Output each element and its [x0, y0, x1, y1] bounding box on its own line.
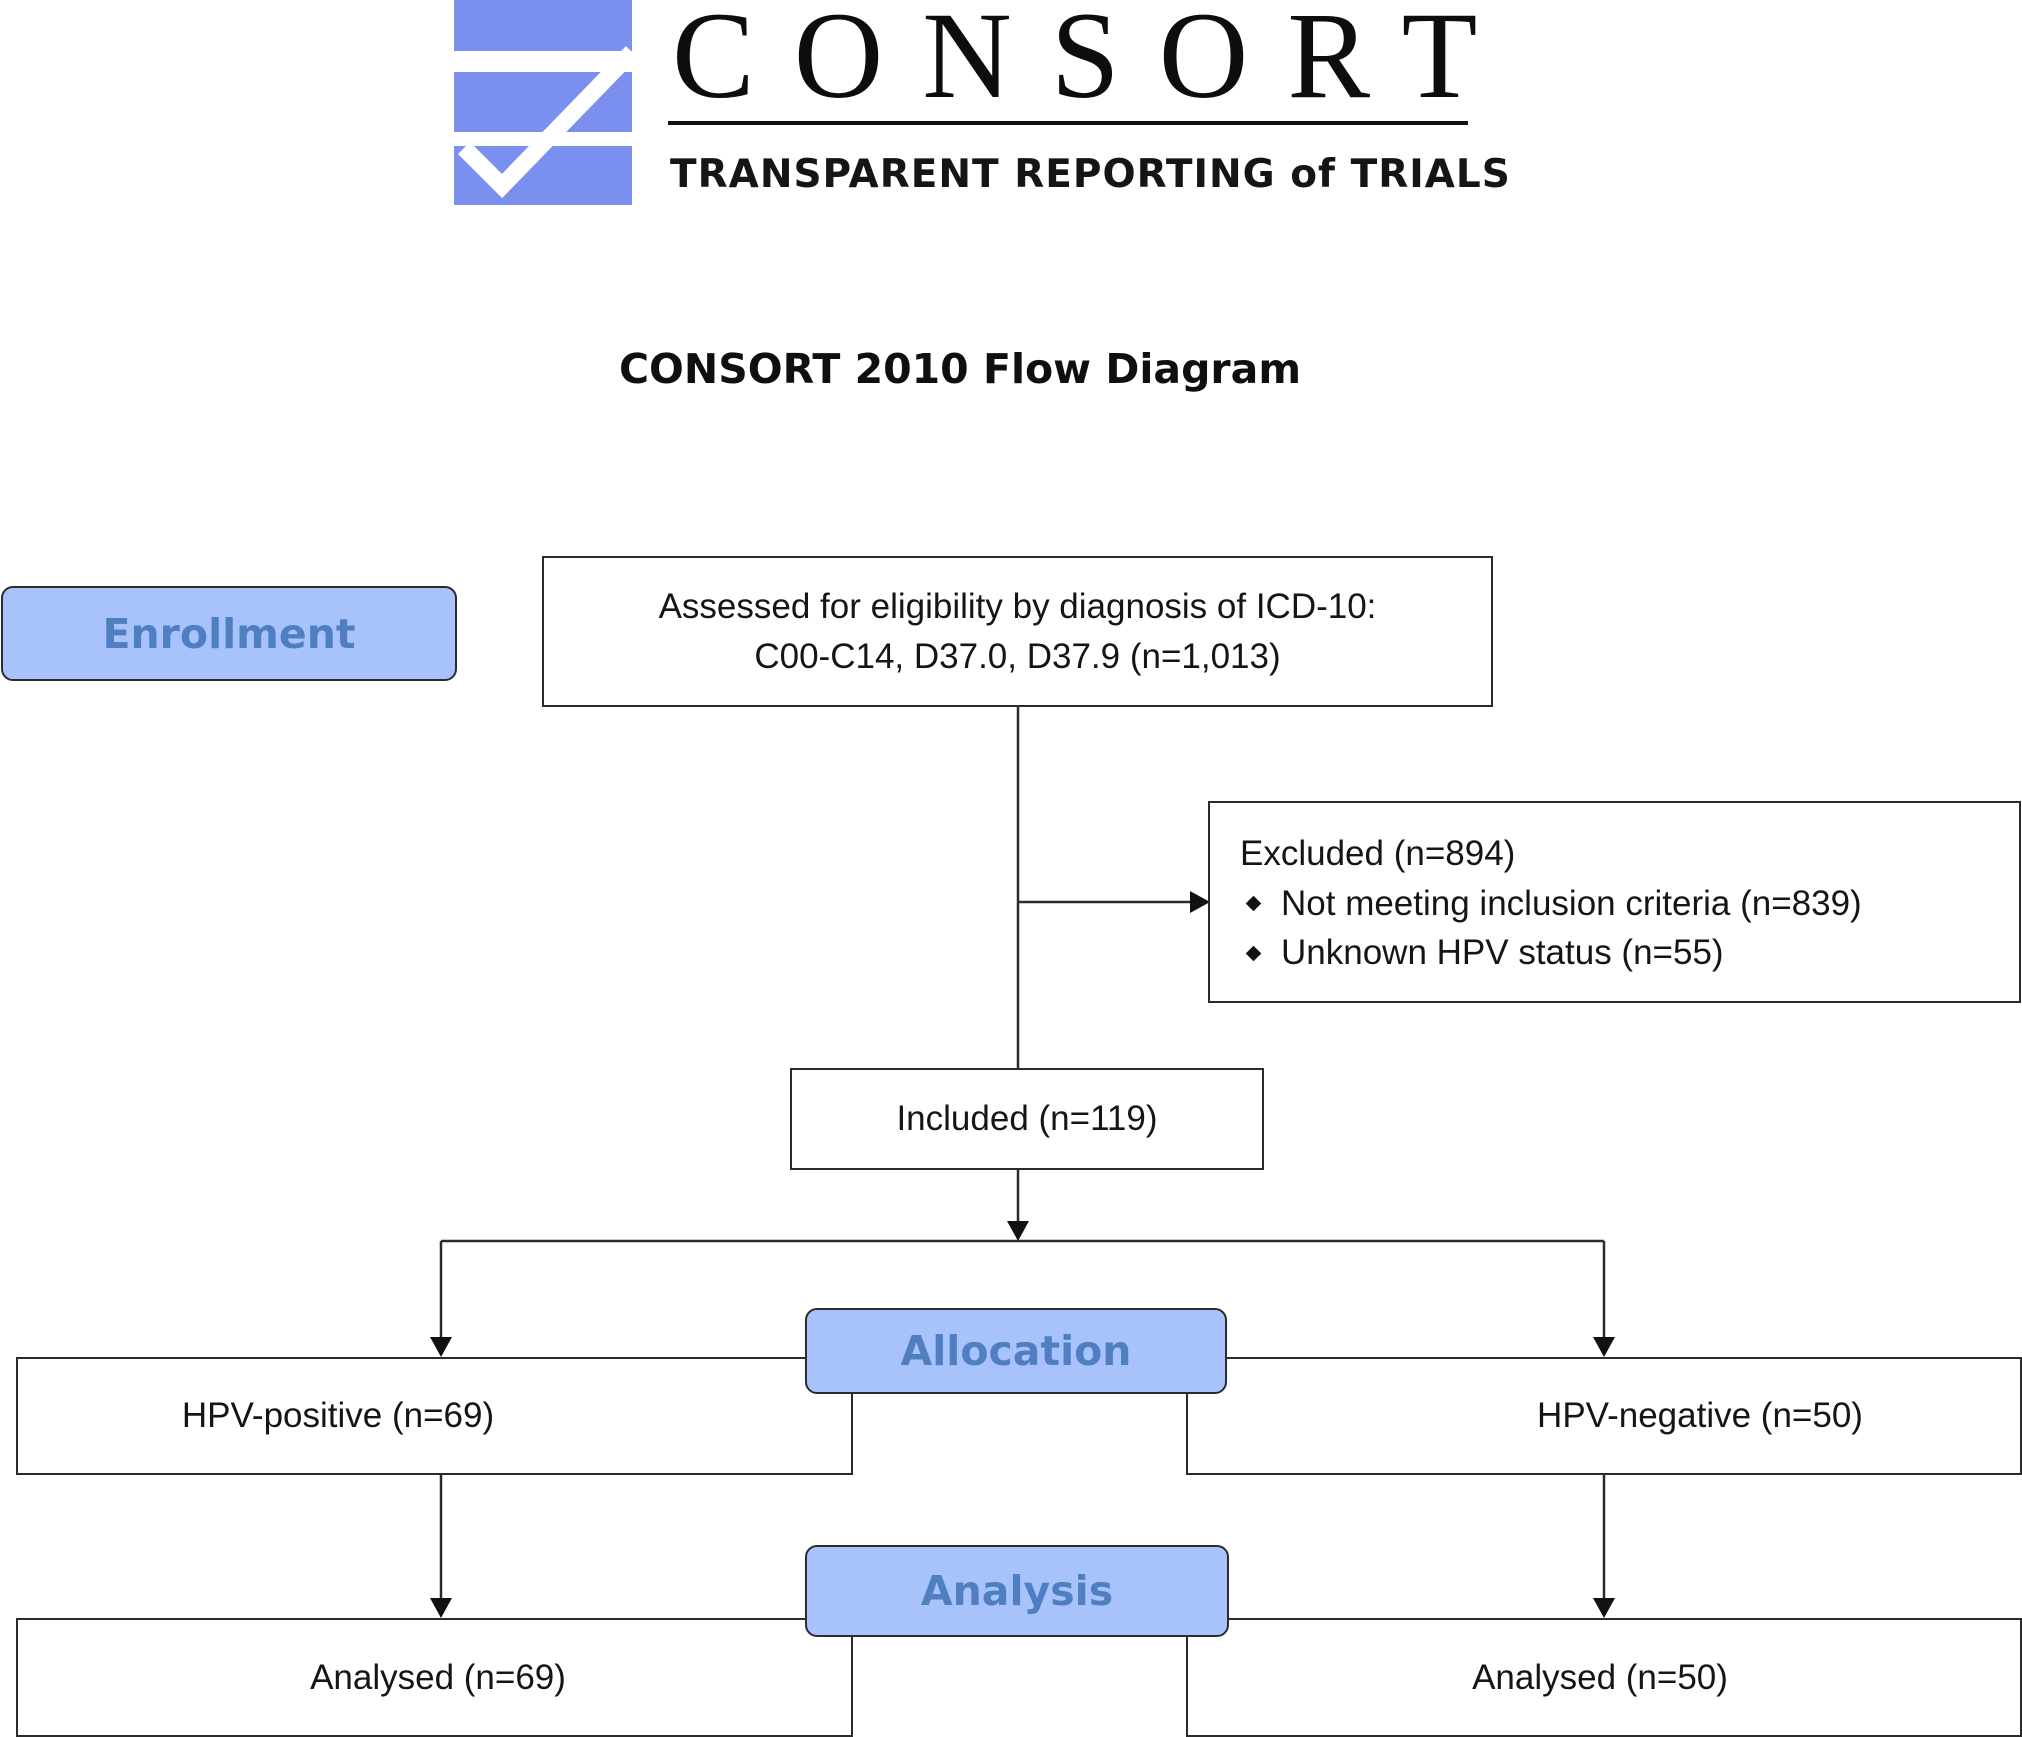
stage-allocation-label: Allocation — [900, 1327, 1132, 1375]
logo-wordmark: CONSORT — [672, 0, 1517, 124]
logo-tagline: TRANSPARENT REPORTING of TRIALS — [670, 152, 1511, 197]
stage-allocation: Allocation — [805, 1308, 1227, 1394]
bullet-diamond-icon — [1245, 895, 1262, 912]
stage-enrollment: Enrollment — [1, 586, 457, 681]
analysed-positive-box: Analysed (n=69) — [16, 1618, 853, 1737]
excluded-heading: Excluded (n=894) — [1240, 834, 1516, 873]
logo-divider — [668, 121, 1468, 125]
arrowhead-excluded — [1190, 891, 1210, 913]
stage-analysis: Analysis — [805, 1545, 1229, 1637]
stage-enrollment-label: Enrollment — [102, 609, 356, 658]
assessed-box: Assessed for eligibility by diagnosis of… — [542, 556, 1493, 707]
stage-analysis-label: Analysis — [920, 1567, 1114, 1615]
arrowhead-analysed-positive — [430, 1598, 452, 1618]
bullet-diamond-icon — [1245, 945, 1262, 961]
analysed-negative-box: Analysed (n=50) — [1186, 1618, 2022, 1737]
excluded-item: Unknown HPV status (n=55) — [1240, 928, 2019, 978]
analysed-negative-text: Analysed (n=50) — [1472, 1657, 1728, 1697]
analysed-positive-text: Analysed (n=69) — [310, 1657, 566, 1697]
included-box: Included (n=119) — [790, 1068, 1264, 1170]
hpv-negative-box: HPV-negative (n=50) — [1186, 1357, 2022, 1475]
arrowhead-split — [1007, 1221, 1029, 1241]
arrowhead-hpv-positive — [430, 1337, 452, 1357]
consort-logo-mark — [454, 0, 632, 205]
hpv-positive-box: HPV-positive (n=69) — [16, 1357, 853, 1475]
hpv-positive-text: HPV-positive (n=69) — [181, 1396, 495, 1436]
assessed-line-2: C00-C14, D37.0, D37.9 (n=1,013) — [754, 636, 1281, 676]
assessed-line-1: Assessed for eligibility by diagnosis of… — [658, 586, 1377, 626]
hpv-negative-text: HPV-negative (n=50) — [1537, 1396, 1863, 1436]
excluded-item-text: Unknown HPV status (n=55) — [1281, 933, 1724, 973]
excluded-item: Not meeting inclusion criteria (n=839) — [1240, 879, 2019, 929]
excluded-box: Excluded (n=894) Not meeting inclusion c… — [1208, 801, 2021, 1003]
diagram-title: CONSORT 2010 Flow Diagram — [618, 345, 1302, 393]
included-text: Included (n=119) — [896, 1099, 1158, 1139]
arrowhead-analysed-negative — [1593, 1598, 1615, 1618]
arrowhead-hpv-negative — [1593, 1337, 1615, 1357]
excluded-item-text: Not meeting inclusion criteria (n=839) — [1281, 883, 1862, 923]
